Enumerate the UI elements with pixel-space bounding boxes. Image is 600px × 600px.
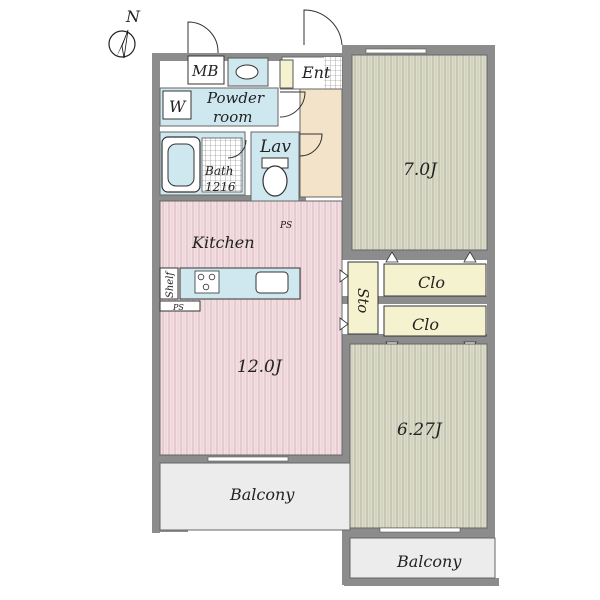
compass: N (108, 7, 141, 59)
sto-floor (347, 261, 379, 335)
clo-lower-floor (383, 305, 487, 337)
bath-door-arc (227, 139, 247, 159)
wet-areas (159, 55, 300, 231)
label-sto: Sto (354, 288, 372, 313)
stove-icon (194, 270, 220, 294)
label-clo-lower: Clo (412, 315, 439, 334)
sink-icon (255, 271, 289, 294)
label-ps-lower: PS (172, 303, 184, 312)
ps-lower-box (159, 300, 201, 312)
basin-icon (235, 64, 259, 80)
washing-machine-box (162, 90, 192, 120)
label-room-12: 12.0J (237, 357, 283, 377)
label-powder-line2: room (213, 108, 252, 126)
label-room-627: 6.27J (397, 420, 443, 440)
label-balcony-left: Balcony (229, 485, 295, 504)
hall-floor (299, 88, 343, 198)
label-powder-line1: Powder (206, 89, 265, 107)
shelf-box (159, 267, 179, 300)
bedroom-627-floor (349, 343, 488, 529)
label-bath-line1: Bath (204, 164, 234, 178)
kitchen-ld (159, 200, 343, 456)
mb-box (187, 55, 225, 85)
entrance-door-arc (303, 9, 343, 46)
entry (279, 56, 343, 198)
label-shelf: Shelf (165, 270, 176, 298)
label-ent: Ent (301, 63, 331, 82)
label-bath-line2: 1216 (205, 180, 236, 194)
balconies (159, 48, 496, 579)
shoe-cabinet (279, 59, 294, 89)
label-mb: MB (191, 62, 218, 80)
north-label: N (125, 7, 141, 26)
mb-door-arc (187, 21, 219, 54)
clo-upper-floor (383, 263, 487, 297)
label-kitchen: Kitchen (191, 233, 255, 252)
balcony-left-floor (159, 462, 351, 531)
powder-door-arc (279, 91, 306, 118)
bedroom-7-floor (351, 54, 488, 251)
label-room-7: 7.0J (403, 160, 438, 180)
label-balcony-right: Balcony (396, 552, 462, 571)
toilet-icon (261, 157, 289, 197)
bath-tile (201, 137, 243, 193)
label-lav: Lav (259, 137, 291, 157)
room-labels: MB Ent W Powder room Lav Bath 1216 PS Ki… (165, 62, 462, 571)
label-w: W (169, 97, 187, 116)
ld-floor (159, 200, 343, 456)
balcony-right-floor (349, 537, 496, 579)
label-ps-upper: PS (279, 221, 292, 231)
label-clo-upper: Clo (418, 273, 445, 292)
lav-door-arc (299, 133, 323, 157)
